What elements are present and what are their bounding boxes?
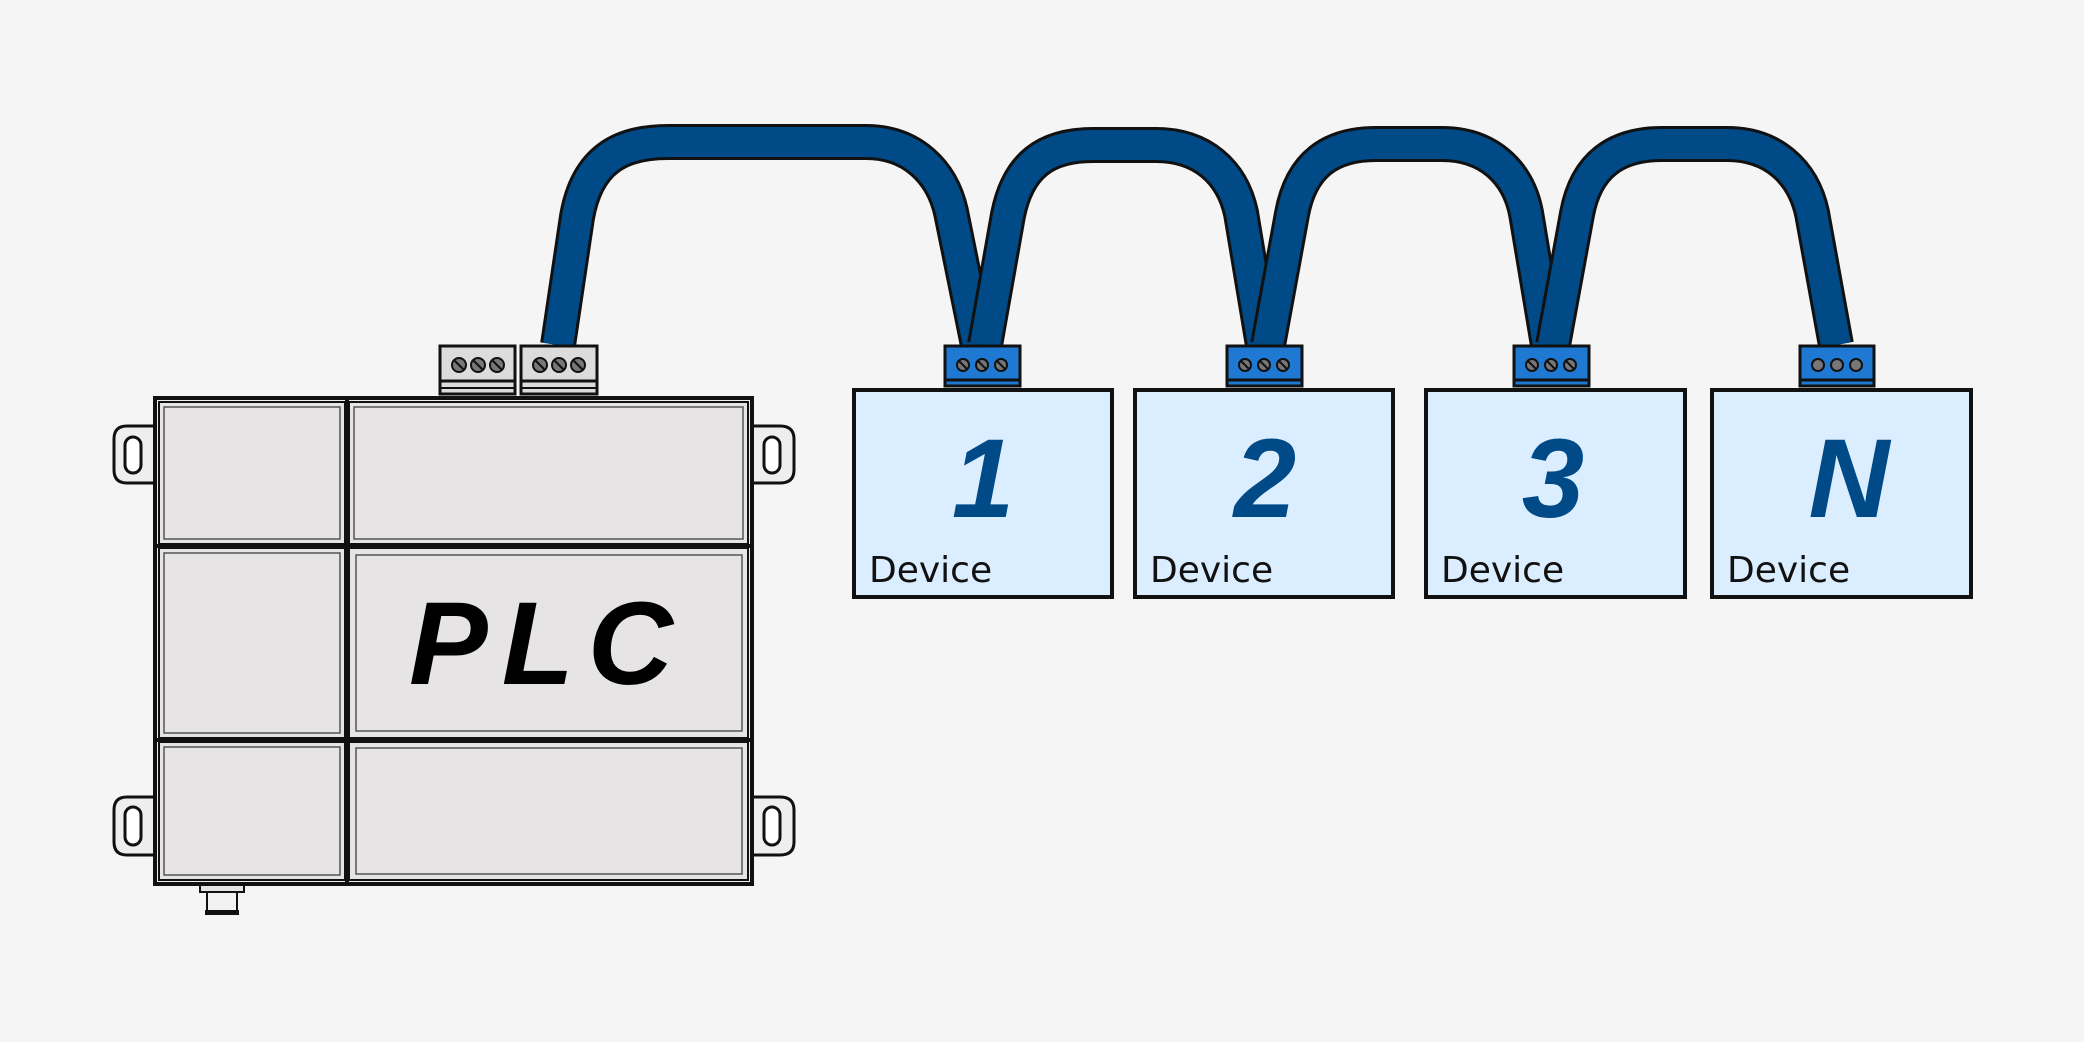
device-1-connector [943,344,1022,388]
cable-device-3-to-device-n [1535,126,1854,349]
device-n-label: Device [1727,550,1850,591]
cable-device-2-to-device-3 [1250,126,1566,349]
device-n-number: N [1809,416,1892,541]
cable-chain [540,124,1854,349]
device-1-box [852,388,1114,599]
device-1-label: Device [869,550,992,591]
device-2-box [1133,388,1395,599]
device-3-number: 3 [1522,416,1584,541]
device-3: 3 Device [1424,344,1687,599]
device-n: N Device [1710,344,1973,599]
plc-label: PLC [409,578,687,710]
device-2-label: Device [1150,550,1273,591]
mounting-tab-top-left [112,424,157,485]
device-3-connector [1512,344,1591,388]
device-n-connector [1798,344,1876,388]
device-2: 2 Device [1133,344,1395,599]
mounting-tab-bottom-right [750,795,796,857]
plc-bottom-port [199,883,245,915]
device-n-box [1710,388,1973,599]
cable-device-1-to-device-2 [967,127,1281,349]
plc-terminal-block-left [438,344,517,396]
device-1-number: 1 [952,416,1014,541]
device-2-number: 2 [1232,416,1296,541]
device-3-box [1424,388,1687,599]
device-2-connector [1225,344,1304,388]
mounting-tab-bottom-left [112,795,157,857]
device-3-label: Device [1441,550,1564,591]
plc-unit: PLC [112,344,796,915]
device-1: 1 Device [852,344,1114,599]
plc-panel-insets [163,406,744,876]
plc-divider-lines [155,398,752,884]
plc-panels [158,401,749,881]
cable-plc-to-device-1 [540,124,996,349]
mounting-tab-top-right [750,424,796,485]
plc-terminal-block-right [519,344,599,396]
